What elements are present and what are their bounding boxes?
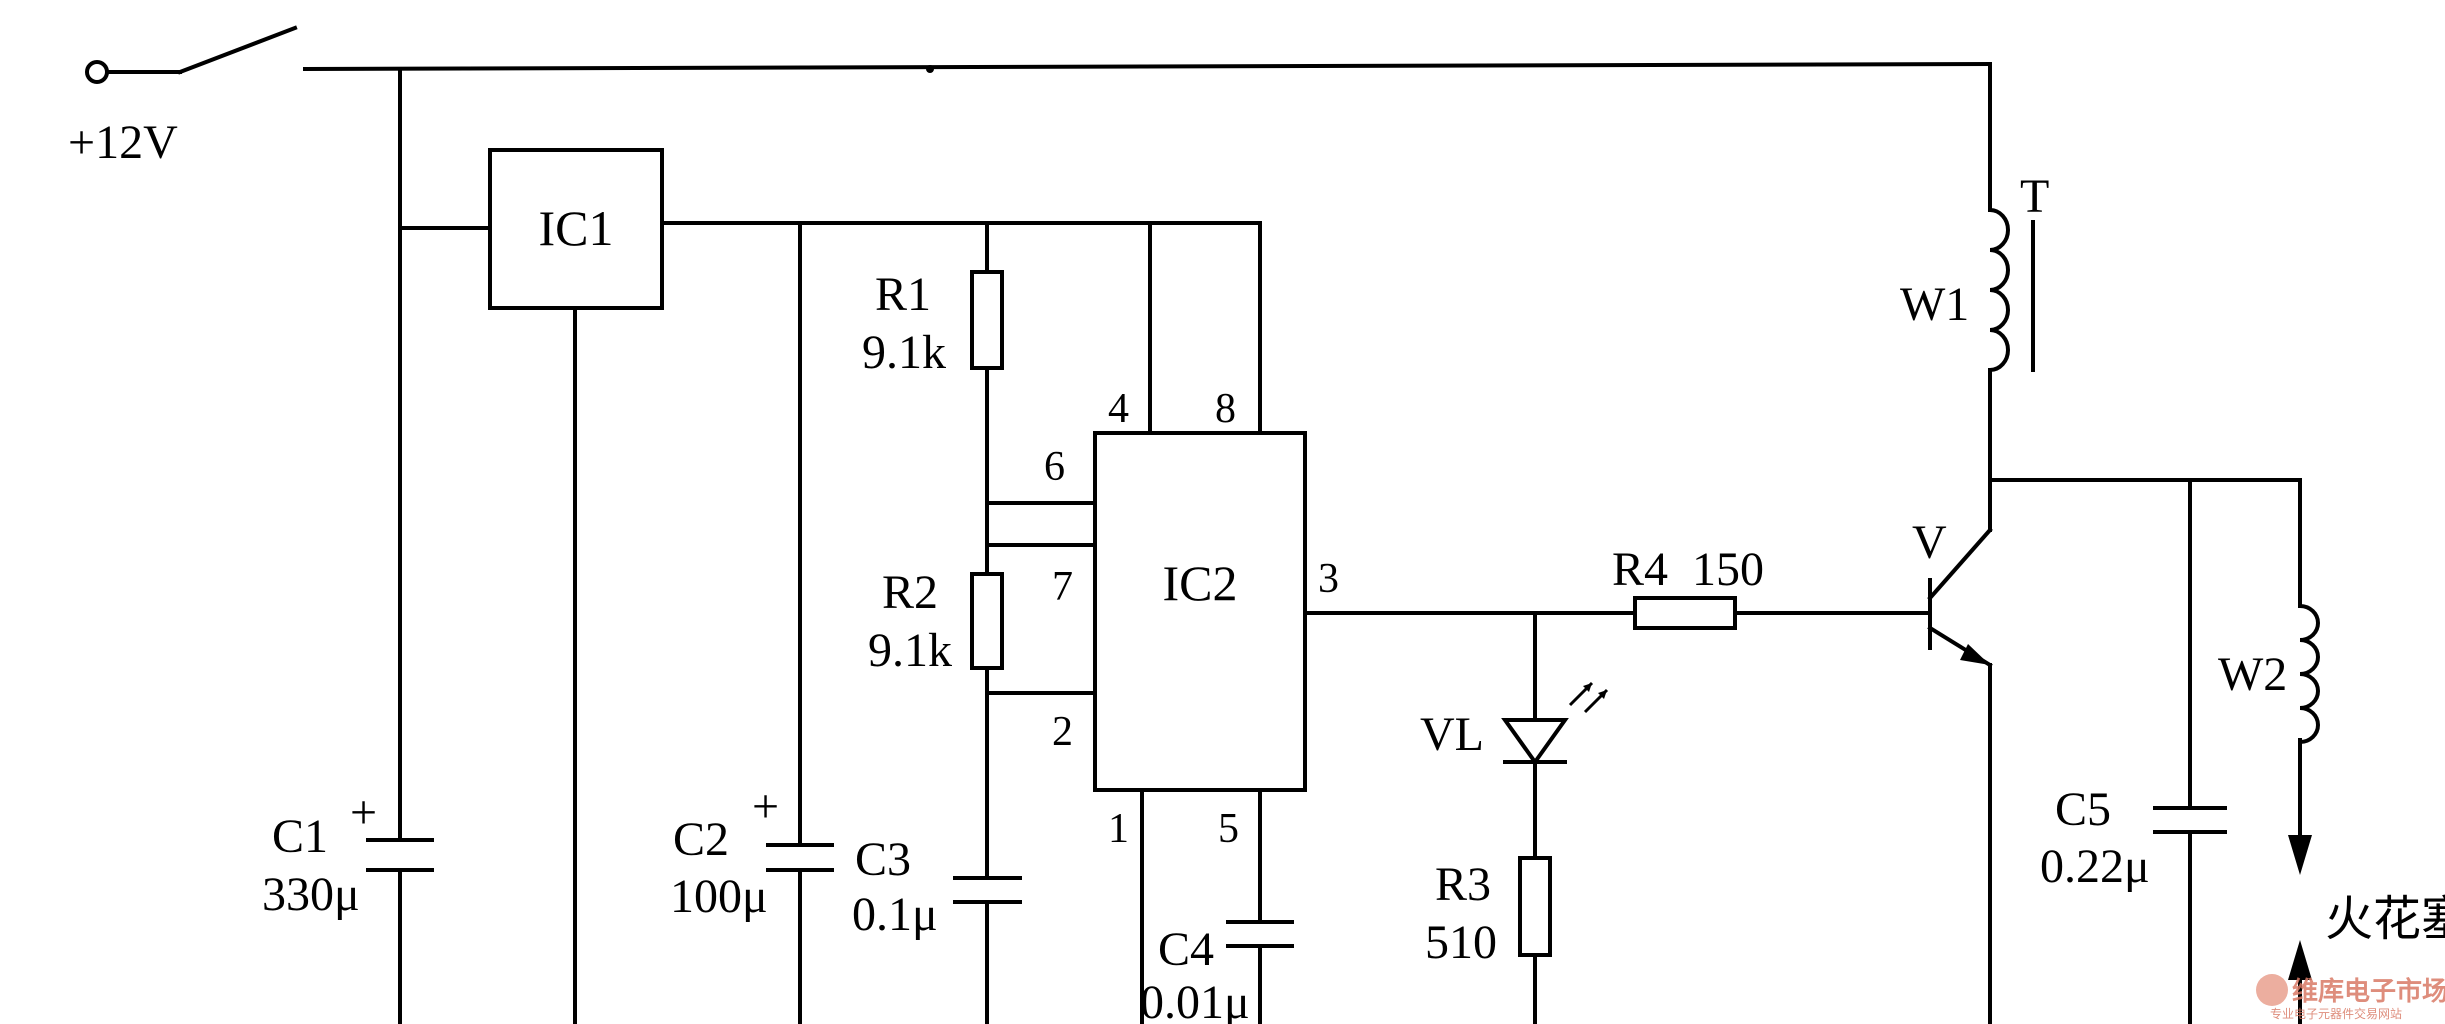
supply-label: +12V — [68, 116, 178, 169]
svg-text:C3: C3 — [855, 833, 911, 886]
svg-text:9.1k: 9.1k — [868, 624, 952, 677]
ic2-pin-5: 5 — [1218, 806, 1239, 852]
capacitor-c2: + C2 100μ — [670, 780, 834, 923]
capacitor-c1: + C1 330μ — [262, 786, 434, 921]
resistor-r3: R3 510 — [1425, 856, 1552, 969]
spark-gap-arrows — [2288, 835, 2312, 1024]
ic2-label: IC2 — [1163, 555, 1238, 611]
svg-text:C2: C2 — [673, 813, 729, 866]
led-vl: VL — [1420, 681, 1609, 766]
coil-w2: W2 — [2218, 603, 2320, 745]
svg-text:C1: C1 — [272, 810, 328, 863]
ic2-pin-1: 1 — [1108, 806, 1129, 852]
resistor-r4: R4 150 — [1612, 543, 1764, 630]
ic1-regulator: IC1 — [488, 148, 664, 310]
resistor-r2: R2 9.1k — [868, 566, 1004, 677]
svg-text:+: + — [752, 780, 779, 833]
capacitor-c5: C5 0.22μ — [2040, 783, 2227, 893]
svg-text:C4: C4 — [1158, 923, 1214, 976]
svg-text:0.01μ: 0.01μ — [1140, 976, 1250, 1024]
svg-text:9.1k: 9.1k — [862, 326, 946, 379]
ic2-pin-7: 7 — [1052, 564, 1073, 610]
svg-text:R2: R2 — [882, 566, 938, 619]
svg-text:R3: R3 — [1435, 858, 1491, 911]
svg-text:150: 150 — [1692, 543, 1764, 596]
svg-text:100μ: 100μ — [670, 870, 768, 923]
ic2-pin-8: 8 — [1215, 386, 1236, 432]
svg-text:V: V — [1912, 516, 1947, 569]
svg-text:T: T — [2020, 170, 2049, 223]
svg-text:C5: C5 — [2055, 783, 2111, 836]
ic2-pin-4: 4 — [1108, 386, 1129, 432]
svg-text:330μ: 330μ — [262, 868, 360, 921]
spark-plug-label: 火花塞 — [2325, 891, 2445, 947]
ic2-pin-2: 2 — [1052, 709, 1073, 755]
svg-text:510: 510 — [1425, 916, 1497, 969]
svg-text:专业电子元器件交易网站: 专业电子元器件交易网站 — [2270, 1006, 2402, 1021]
svg-text:维库电子市场网: 维库电子市场网 — [2292, 976, 2445, 1007]
svg-text:W1: W1 — [1900, 278, 1969, 331]
ic2-pin-3: 3 — [1318, 556, 1339, 602]
svg-text:0.1μ: 0.1μ — [852, 888, 938, 941]
svg-text:0.22μ: 0.22μ — [2040, 840, 2150, 893]
capacitor-c4: C4 0.01μ — [1140, 920, 1294, 1024]
wires — [302, 61, 2302, 1024]
svg-text:W2: W2 — [2218, 648, 2287, 701]
ic1-label: IC1 — [539, 200, 614, 256]
resistor-r1: R1 9.1k — [862, 268, 1004, 379]
svg-text:+: + — [350, 786, 377, 839]
transistor-v: V — [1912, 516, 1993, 668]
transformer-t: T W1 — [1900, 170, 2049, 373]
svg-text:R1: R1 — [875, 268, 931, 321]
watermark-logo: 维库电子市场网 专业电子元器件交易网站 — [2256, 974, 2445, 1021]
ic2-pin-6: 6 — [1044, 444, 1065, 490]
ic2-timer: IC2 4 8 6 7 2 3 1 5 — [1044, 386, 1339, 852]
svg-text:R4: R4 — [1612, 543, 1668, 596]
capacitor-c3: C3 0.1μ — [852, 833, 1022, 941]
power-switch — [85, 25, 298, 84]
svg-text:VL: VL — [1420, 708, 1484, 761]
